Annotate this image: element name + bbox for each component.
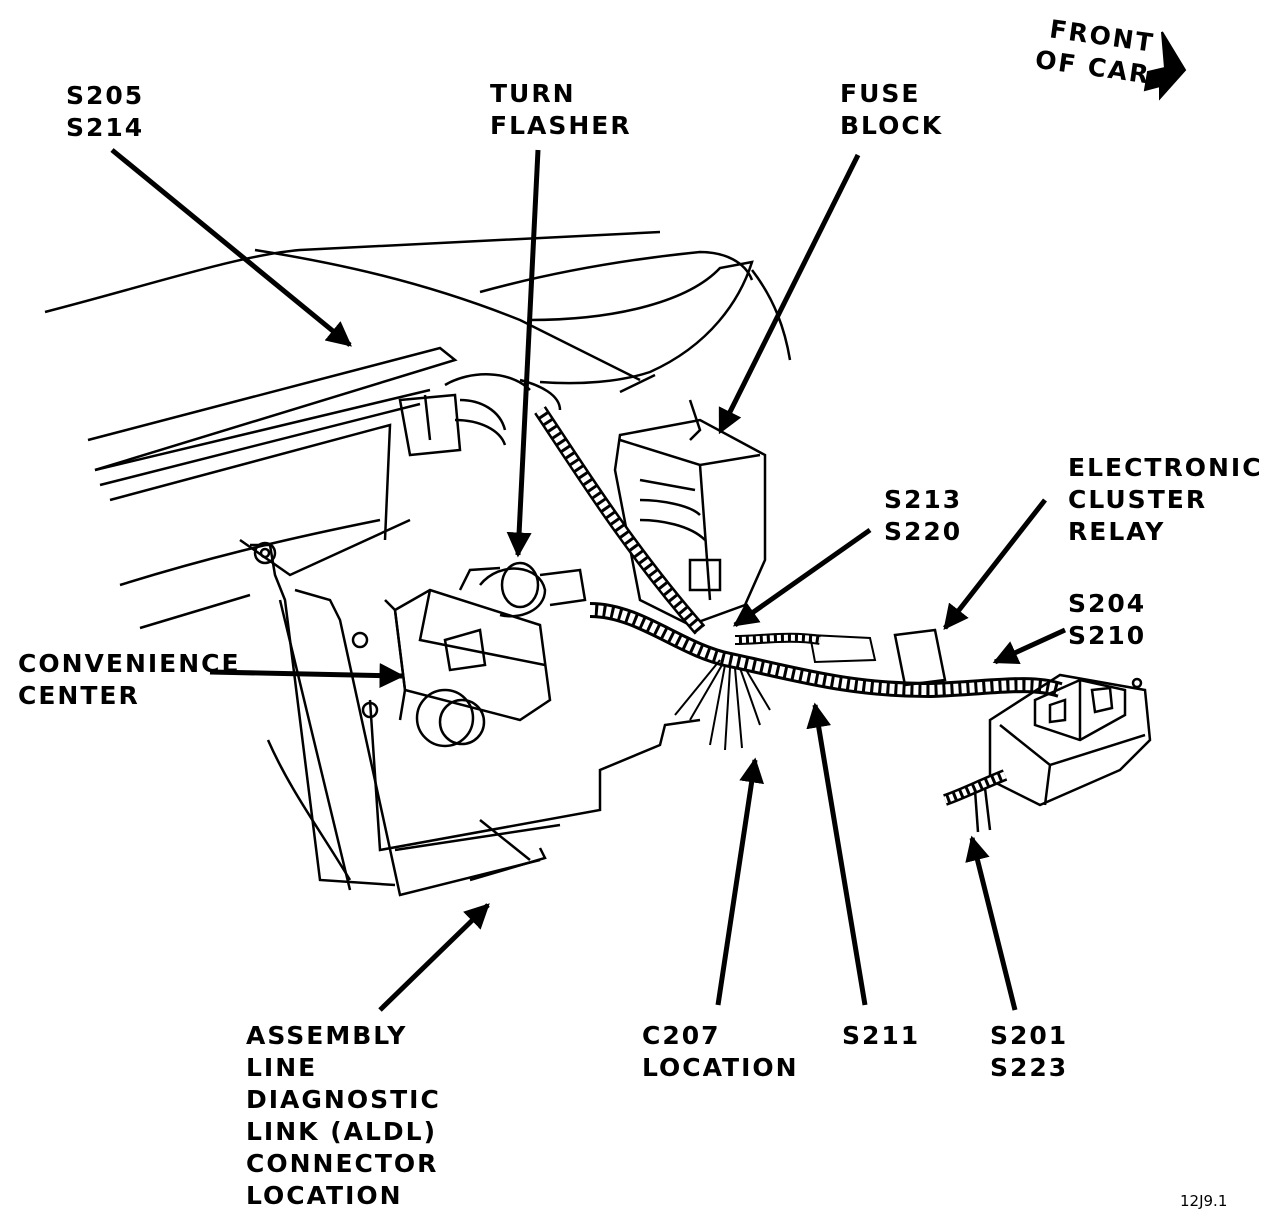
arrow-convenience-center <box>209 663 405 689</box>
instrument-panel <box>44 230 792 587</box>
top-connector <box>398 373 562 457</box>
front-direction-icon <box>1143 31 1187 101</box>
arrow-c207 <box>715 757 764 1006</box>
figure-id: 12J9.1 <box>1180 1192 1228 1210</box>
arrow-s201-s223 <box>965 835 1018 1011</box>
label-s211: S211 <box>842 1021 921 1050</box>
wiring-harness <box>534 406 1063 751</box>
arrow-fuse-block <box>717 153 861 435</box>
fuse-block-unit <box>613 399 767 627</box>
arrow-turn-flasher <box>506 149 541 558</box>
arrow-aldl <box>378 903 490 1012</box>
arrow-s211 <box>806 702 868 1006</box>
relay-box <box>943 673 1152 833</box>
arrow-s205-s214 <box>110 148 352 347</box>
arrow-cluster-relay <box>943 498 1047 630</box>
pointer-arrows <box>110 148 1067 1012</box>
mounting-bracket <box>139 541 701 897</box>
convenience-center-module <box>384 561 587 748</box>
arrow-s213-s220 <box>732 527 872 628</box>
arrow-s204-s210 <box>992 627 1067 665</box>
